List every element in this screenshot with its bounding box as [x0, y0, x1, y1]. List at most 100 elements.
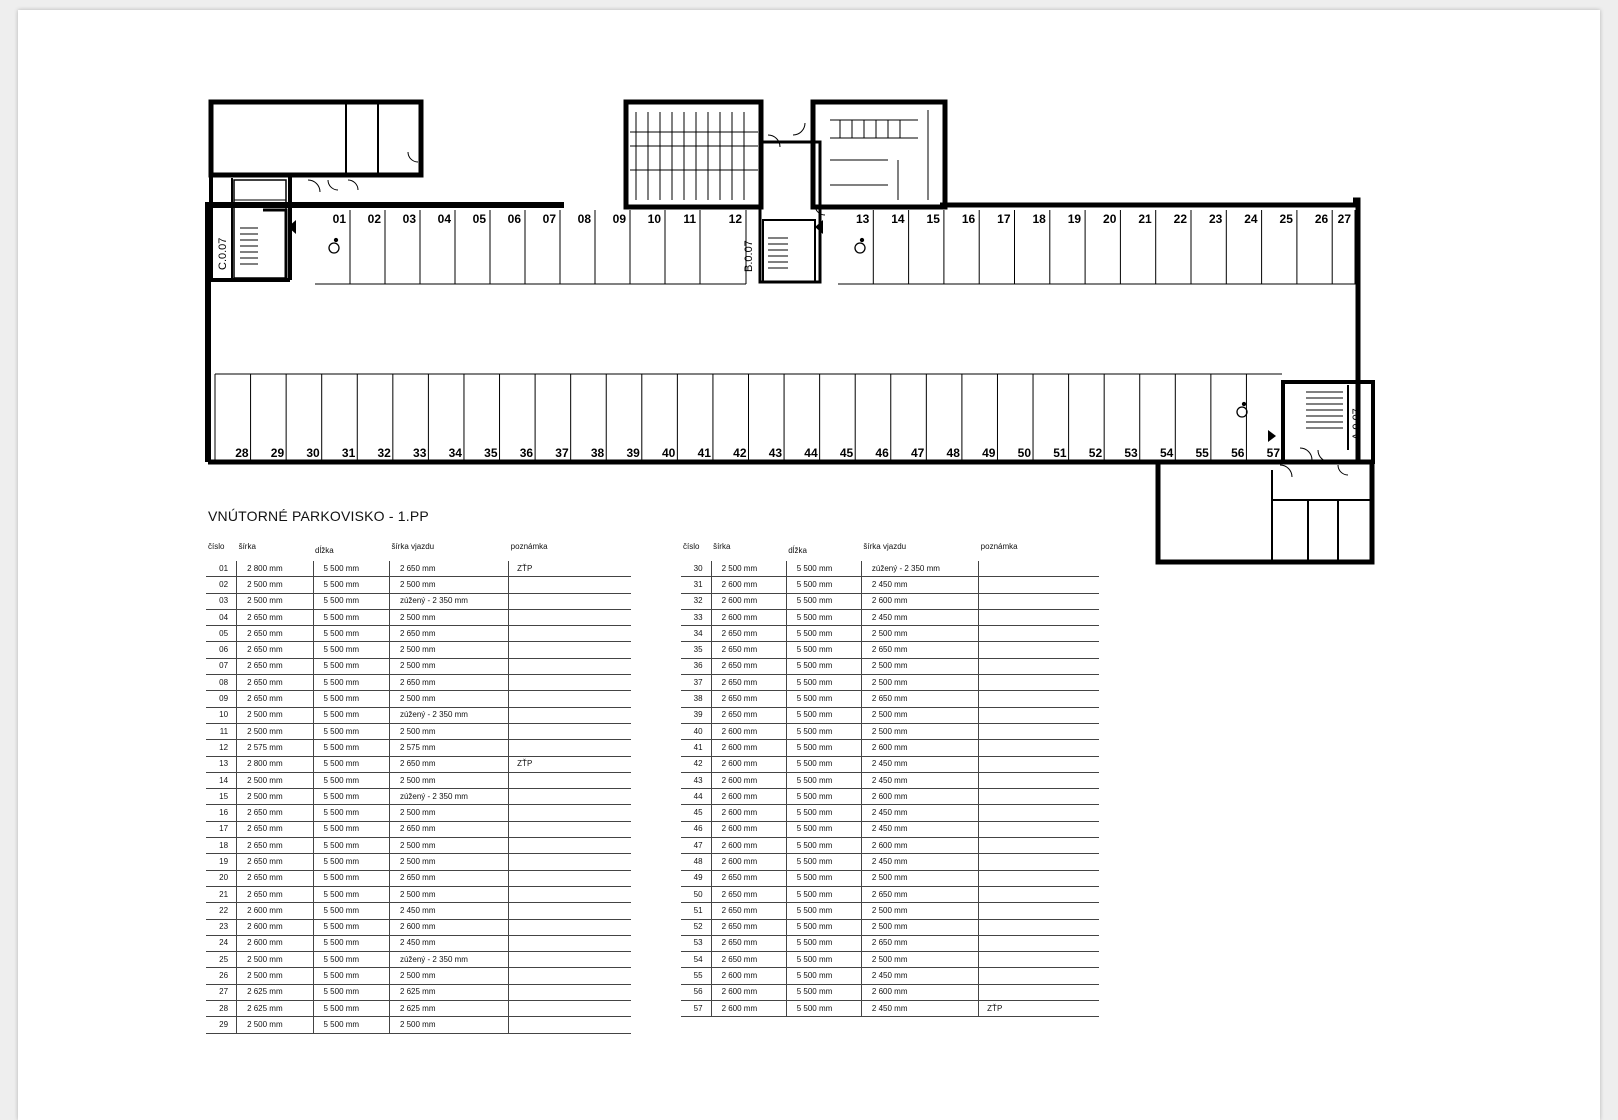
cell-sirka: 2 500 mm [236, 788, 313, 806]
cell-dlzka: 5 500 mm [312, 821, 390, 839]
header-sirka: šírka [713, 542, 731, 551]
cell-dlzka: 5 500 mm [312, 902, 390, 920]
header-dlzka: dĺžka [315, 546, 334, 555]
cell-sirka-vjazdu: 2 600 mm [860, 593, 979, 610]
cell-sirka-vjazdu: 2 450 mm [388, 902, 509, 920]
header-cislo: číslo [683, 542, 700, 551]
cell-sirka-vjazdu: 2 600 mm [860, 837, 979, 855]
header-poznamka: poznámka [980, 542, 1018, 551]
cell-sirka: 2 600 mm [710, 576, 787, 594]
cell-sirka-vjazdu: 2 650 mm [388, 625, 509, 643]
cell-cislo: 28 [206, 1000, 237, 1018]
cell-cislo: 54 [681, 951, 712, 969]
cell-sirka-vjazdu: 2 500 mm [388, 967, 509, 985]
cell-dlzka: 5 500 mm [312, 690, 390, 708]
cell-cislo: 44 [681, 788, 712, 806]
cell-sirka: 2 650 mm [710, 674, 787, 692]
stair-cores [240, 219, 1349, 450]
cell-sirka-vjazdu: zúžený - 2 350 mm [388, 707, 509, 724]
cell-cislo: 16 [206, 804, 237, 822]
cell-sirka-vjazdu: 2 625 mm [388, 984, 509, 1002]
cell-sirka-vjazdu: 2 650 mm [860, 690, 979, 708]
cell-sirka-vjazdu: 2 500 mm [388, 804, 509, 822]
cell-dlzka: 5 500 mm [785, 886, 862, 904]
cell-sirka-vjazdu: 2 600 mm [860, 739, 979, 757]
cell-sirka: 2 600 mm [710, 772, 787, 790]
cell-sirka: 2 650 mm [710, 935, 787, 953]
slot-number: 39 [626, 446, 640, 460]
cell-dlzka: 5 500 mm [312, 756, 390, 773]
cell-cislo: 49 [681, 870, 712, 887]
bottom-stall-lines [214, 373, 1282, 460]
cell-sirka: 2 650 mm [236, 821, 313, 839]
cell-cislo: 14 [206, 772, 237, 790]
slot-number: 15 [927, 212, 941, 226]
cell-cislo: 29 [206, 1016, 237, 1034]
cell-sirka: 2 650 mm [710, 870, 787, 887]
cell-poznamka [978, 853, 1099, 871]
cell-sirka: 2 600 mm [710, 723, 787, 741]
cell-cislo: 46 [681, 821, 712, 839]
cell-dlzka: 5 500 mm [785, 756, 862, 773]
cell-sirka: 2 600 mm [710, 967, 787, 985]
door-swings [307, 122, 1349, 478]
cell-cislo: 12 [206, 739, 237, 757]
cell-dlzka: 5 500 mm [785, 853, 862, 871]
cell-dlzka: 5 500 mm [312, 723, 390, 741]
cell-cislo: 09 [206, 690, 237, 708]
slot-number: 29 [271, 446, 285, 460]
slot-number: 51 [1053, 446, 1067, 460]
cell-cislo: 47 [681, 837, 712, 855]
cell-poznamka [508, 641, 631, 659]
cell-poznamka [508, 967, 631, 985]
cell-dlzka: 5 500 mm [312, 967, 390, 985]
cell-cislo: 48 [681, 853, 712, 871]
cell-sirka: 2 650 mm [236, 853, 313, 871]
cell-dlzka: 5 500 mm [312, 984, 390, 1002]
cell-sirka: 2 600 mm [236, 935, 313, 953]
cell-sirka: 2 650 mm [236, 674, 313, 692]
header-sirka-vjazdu: šírka vjazdu [391, 542, 435, 551]
slot-number: 38 [591, 446, 605, 460]
cell-dlzka: 5 500 mm [785, 837, 862, 855]
cell-cislo: 11 [206, 723, 237, 741]
cell-poznamka [508, 739, 631, 757]
cell-dlzka: 5 500 mm [785, 870, 862, 887]
cell-cislo: 53 [681, 935, 712, 953]
cell-sirka: 2 650 mm [236, 625, 313, 643]
cell-dlzka: 5 500 mm [312, 1016, 390, 1034]
cell-sirka-vjazdu: 2 500 mm [388, 723, 509, 741]
cell-poznamka [508, 886, 631, 904]
cell-poznamka: ZŤP [508, 561, 631, 578]
cell-sirka-vjazdu: 2 650 mm [388, 674, 509, 692]
slot-number: 37 [555, 446, 569, 460]
cell-sirka-vjazdu: 2 450 mm [860, 853, 979, 871]
cell-sirka-vjazdu: 2 650 mm [860, 935, 979, 953]
slot-number: 09 [613, 212, 627, 226]
top-stall-lines [315, 210, 1356, 285]
cell-sirka-vjazdu: 2 450 mm [860, 821, 979, 839]
cell-cislo: 43 [681, 772, 712, 790]
cell-cislo: 50 [681, 886, 712, 904]
slot-number: 18 [1032, 212, 1046, 226]
cell-sirka: 2 650 mm [236, 690, 313, 708]
cell-poznamka: ZŤP [508, 756, 631, 773]
cell-sirka: 2 600 mm [710, 756, 787, 773]
slot-number: 02 [368, 212, 382, 226]
